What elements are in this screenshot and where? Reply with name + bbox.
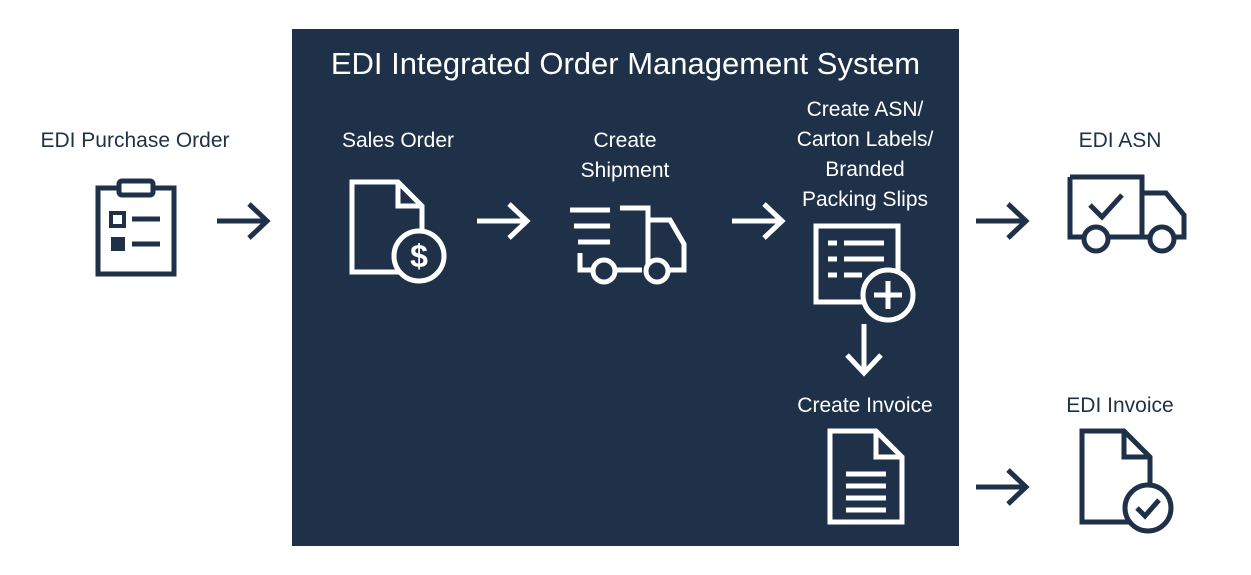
label-edi-invoice: EDI Invoice xyxy=(1066,394,1174,417)
system-panel xyxy=(292,29,959,546)
label-edi-asn: EDI ASN xyxy=(1078,129,1162,152)
arrow-down-icon xyxy=(845,324,883,377)
arrow-right-icon xyxy=(976,468,1030,506)
svg-text:$: $ xyxy=(410,238,428,274)
clipboard-icon xyxy=(95,178,177,277)
document-check-icon xyxy=(1079,428,1174,534)
label-create-asn: Create ASN/ Carton Labels/ Branded Packi… xyxy=(796,98,934,211)
arrow-right-icon xyxy=(217,202,271,240)
document-lines-icon xyxy=(827,428,905,525)
arrow-right-icon xyxy=(477,202,531,240)
arrow-right-icon xyxy=(732,202,786,240)
list-add-icon xyxy=(813,223,916,323)
label-sales-order: Sales Order xyxy=(341,129,455,152)
arrow-right-icon xyxy=(976,202,1030,240)
truck-check-icon xyxy=(1067,174,1187,254)
delivery-truck-icon xyxy=(570,205,687,285)
label-edi-purchase-order: EDI Purchase Order xyxy=(40,129,230,152)
document-dollar-icon: $ xyxy=(349,179,447,284)
label-create-invoice: Create Invoice xyxy=(797,394,933,417)
system-title: EDI Integrated Order Management System xyxy=(330,46,921,81)
label-create-shipment: Create Shipment xyxy=(580,129,670,182)
